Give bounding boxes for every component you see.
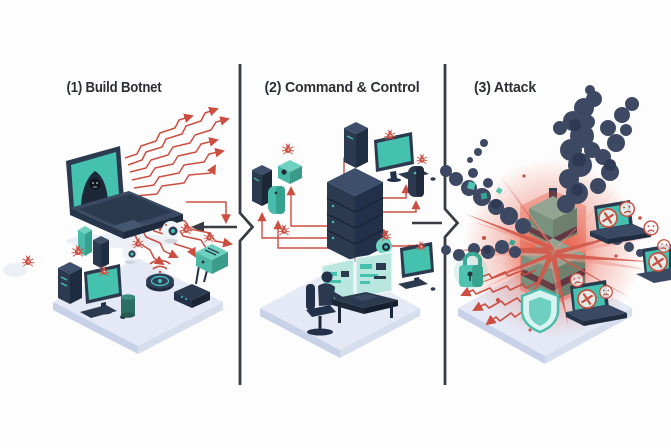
panel-3-title: (3) Attack (474, 79, 537, 96)
shield-icon (520, 287, 560, 334)
bot-webcam-left (278, 160, 302, 184)
flying-debris-cubes (467, 181, 516, 246)
sad-face-icon (643, 220, 659, 236)
desktop-tower (58, 262, 82, 304)
webcam-small (122, 245, 138, 264)
error-x-icon (576, 288, 598, 310)
error-x-icon (597, 207, 619, 229)
smoke-plumes (440, 85, 644, 261)
panel-divider-1 (238, 64, 255, 385)
bot-tower-top (344, 122, 368, 168)
operator-workstation (306, 251, 398, 336)
c2-server-rack (326, 168, 384, 262)
bot-monitor-right (398, 242, 436, 291)
sad-face-icon (599, 285, 613, 299)
panel-divider-2 (443, 64, 460, 385)
monitor-wall (321, 251, 393, 306)
hacker-laptop (66, 146, 183, 239)
error-x-icon (647, 251, 669, 273)
panel-command-control: (2) Command & Control (252, 79, 436, 358)
panel-build-botnet: (1) Build Botnet (3, 79, 233, 354)
mini-tower-teal (78, 226, 92, 256)
desk (332, 292, 398, 323)
webcam-large (162, 221, 180, 244)
bot-speaker-left (268, 186, 285, 214)
desktop-monitor (84, 264, 122, 315)
smart-speaker (121, 294, 135, 318)
infection-circuit-arrows-up (124, 106, 230, 197)
panel-attack: (3) Attack (440, 79, 671, 364)
mini-tower-navy (93, 236, 109, 268)
bot-speaker-right (408, 166, 424, 197)
hacker-icon (81, 171, 108, 205)
panel-1-title: (1) Build Botnet (67, 79, 162, 96)
panel-2-title: (2) Command & Control (265, 79, 420, 96)
smart-toaster (196, 244, 228, 274)
office-chair (306, 284, 336, 336)
flow-arrow-left-icon (191, 221, 237, 233)
haze (3, 263, 27, 277)
padlock-icon (454, 251, 488, 289)
robot-vacuum (146, 259, 174, 292)
wifi-icon (149, 259, 171, 274)
